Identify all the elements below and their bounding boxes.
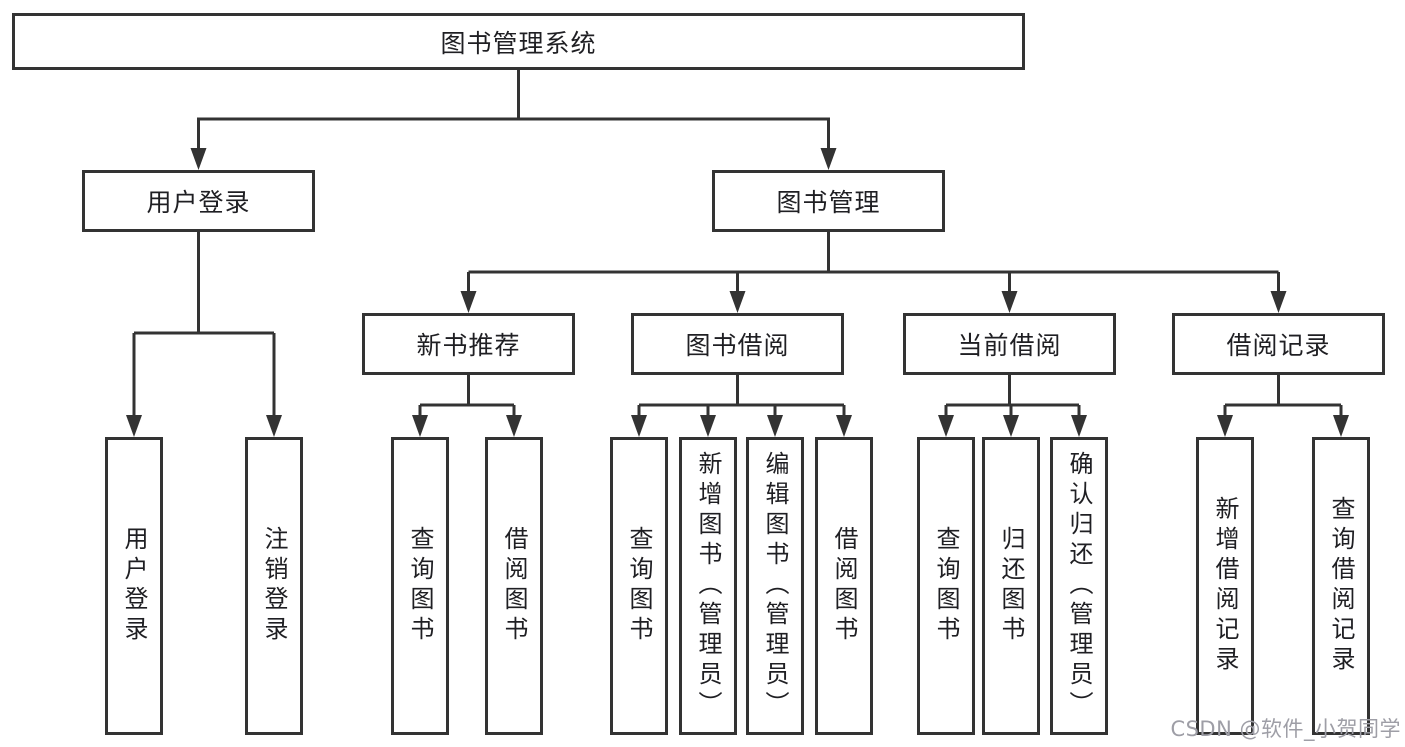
node-leaf-borrow-books-recommend: 借阅图书 — [485, 437, 543, 735]
node-leaf-query-books-recommend: 查询图书 — [391, 437, 449, 735]
arrowhead — [820, 148, 837, 170]
arrowhead — [190, 148, 207, 170]
connector-book-management-split — [467, 230, 1280, 294]
connector-borrow-records-split — [1223, 373, 1343, 418]
arrowhead — [729, 291, 746, 313]
arrowhead — [1217, 415, 1233, 437]
arrowhead — [631, 415, 647, 437]
connector-user-login-split — [132, 230, 276, 418]
node-leaf-add-book-admin: 新增图书（管理员） — [679, 437, 737, 735]
node-user-login: 用户登录 — [82, 170, 315, 232]
arrowhead — [836, 415, 852, 437]
node-leaf-query-borrow-record: 查询借阅记录 — [1312, 437, 1370, 735]
node-book-management: 图书管理 — [712, 170, 945, 232]
arrowhead — [1333, 415, 1349, 437]
watermark: CSDN @软件_小贺同学 — [1170, 717, 1401, 741]
node-leaf-logout: 注销登录 — [245, 437, 303, 735]
node-leaf-return-book: 归还图书 — [982, 437, 1040, 735]
node-new-book-recommend: 新书推荐 — [362, 313, 575, 375]
arrowhead — [700, 415, 716, 437]
connector-new-book-split — [418, 373, 516, 418]
arrowhead — [126, 415, 142, 437]
arrowhead — [1003, 415, 1019, 437]
node-leaf-query-books-borrow: 查询图书 — [610, 437, 668, 735]
connector-root-split — [197, 68, 830, 153]
node-leaf-query-books-current: 查询图书 — [917, 437, 975, 735]
node-book-borrow: 图书借阅 — [631, 313, 844, 375]
arrowhead — [1071, 415, 1087, 437]
arrowhead — [1270, 291, 1287, 313]
node-leaf-add-borrow-record: 新增借阅记录 — [1196, 437, 1254, 735]
node-leaf-borrow-books: 借阅图书 — [815, 437, 873, 735]
arrowhead — [506, 415, 522, 437]
connector-current-borrow-split — [944, 373, 1081, 418]
arrowhead — [460, 291, 477, 313]
connector-book-borrow-split — [637, 373, 846, 418]
node-current-borrow: 当前借阅 — [903, 313, 1116, 375]
node-system-root: 图书管理系统 — [12, 13, 1025, 70]
arrowhead — [266, 415, 282, 437]
arrowhead — [938, 415, 954, 437]
arrowhead — [412, 415, 428, 437]
node-borrow-records: 借阅记录 — [1172, 313, 1385, 375]
node-leaf-user-login: 用户登录 — [105, 437, 163, 735]
node-leaf-edit-book-admin: 编辑图书（管理员） — [746, 437, 804, 735]
arrowhead — [1001, 291, 1018, 313]
arrowhead — [767, 415, 783, 437]
node-leaf-confirm-return-admin: 确认归还（管理员） — [1050, 437, 1108, 735]
